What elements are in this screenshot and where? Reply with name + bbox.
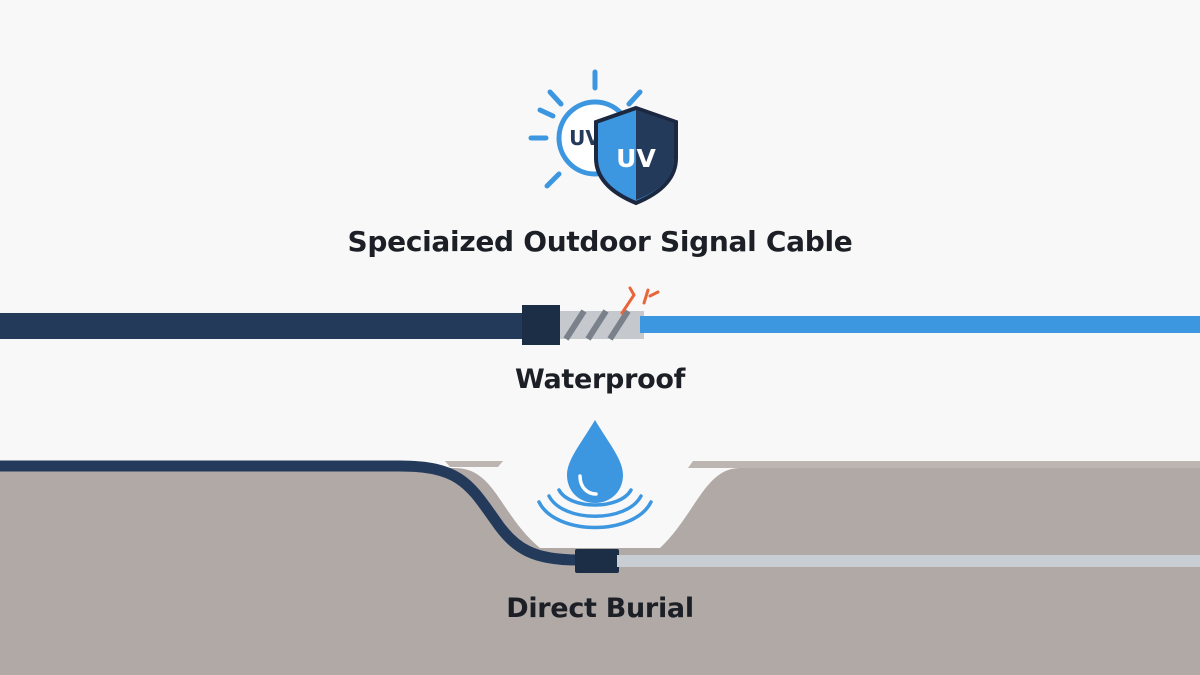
shield-icon xyxy=(594,105,678,206)
top-cable-blue-core xyxy=(640,316,1200,333)
spark-icon xyxy=(620,286,660,315)
waterproof-label: Waterproof xyxy=(514,364,686,395)
top-cable xyxy=(0,286,1200,345)
direct-burial-label: Direct Burial xyxy=(506,593,694,624)
trench-left-lip xyxy=(445,461,503,467)
burial-cable-light-core xyxy=(617,555,1200,567)
top-cable-shield-braid xyxy=(560,309,644,341)
burial-cable-connector xyxy=(575,549,619,573)
top-cable-connector xyxy=(522,305,560,345)
wave-icon xyxy=(537,488,653,530)
water-drop-icon xyxy=(567,420,623,503)
top-cable-jacket xyxy=(0,313,530,339)
shield-uv-text: UV xyxy=(616,144,656,173)
trench-right-lip xyxy=(688,461,1200,468)
page-title: Speciaized Outdoor Signal Cable xyxy=(347,225,853,258)
burial-cable xyxy=(0,460,584,566)
